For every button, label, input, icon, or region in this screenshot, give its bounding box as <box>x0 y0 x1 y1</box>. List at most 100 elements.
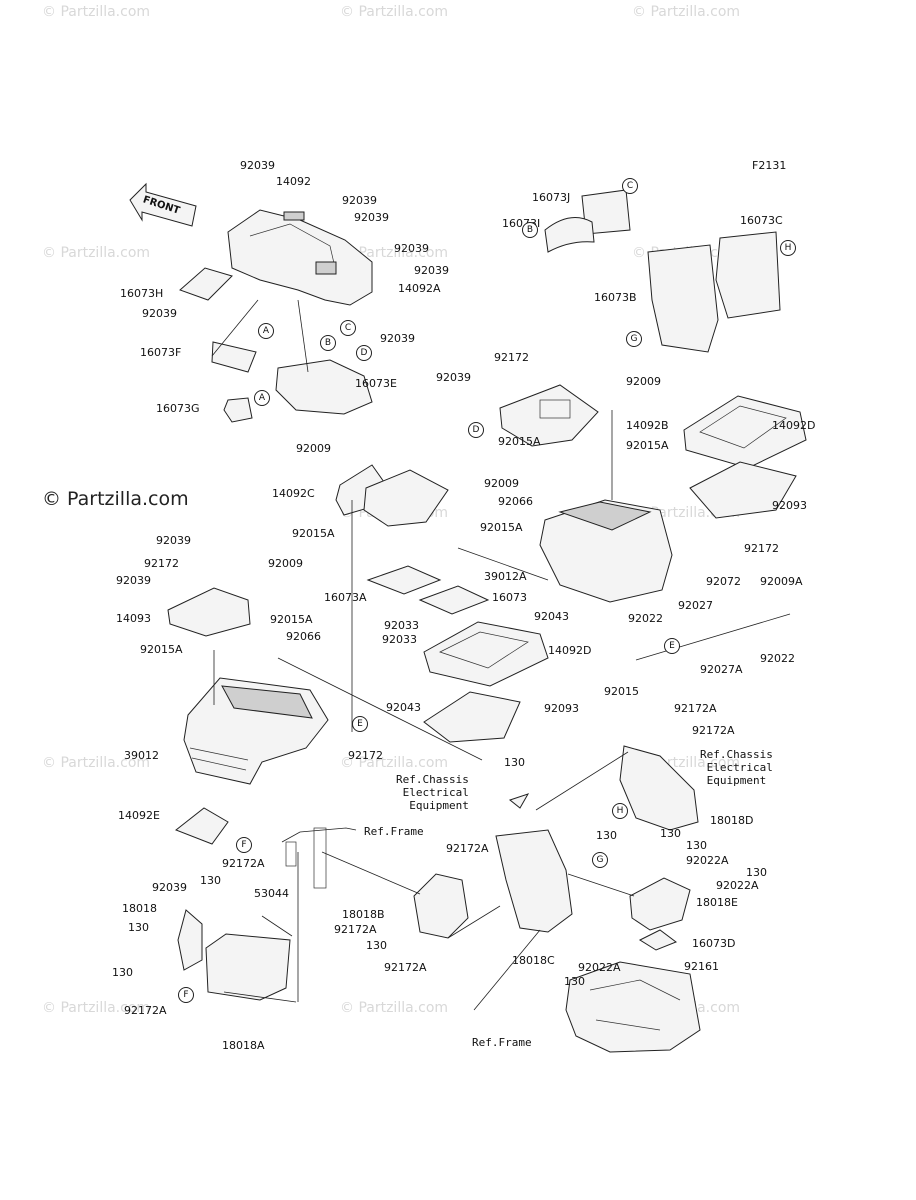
plate-16073d <box>638 929 678 951</box>
part-label: 92009 <box>296 442 331 455</box>
part-label: 92033 <box>384 619 419 632</box>
callout-letter: C <box>622 178 638 194</box>
watermark: © Partzilla.com <box>42 1000 151 1016</box>
part-label: 92039 <box>240 159 275 172</box>
box-39012a <box>539 499 673 603</box>
part-label: 130 <box>112 966 133 979</box>
part-label: 130 <box>366 939 387 952</box>
part-label: 92072 <box>706 575 741 588</box>
part-label: 92015A <box>140 643 183 656</box>
ref-frame-top: Ref.Frame <box>364 825 424 838</box>
callout-letter: A <box>258 323 274 339</box>
ref-chassis-electrical-right: Ref.Chassis Electrical Equipment <box>700 748 773 787</box>
cover-18018e <box>629 877 691 931</box>
seal-92093-lower <box>423 691 521 743</box>
part-label: 18018 <box>122 902 157 915</box>
part-label: 92039 <box>354 211 389 224</box>
part-label: 14092E <box>118 809 160 822</box>
part-label: 92172A <box>334 923 377 936</box>
callout-letter: H <box>612 803 628 819</box>
part-label: 14092 <box>276 175 311 188</box>
part-label: 14093 <box>116 612 151 625</box>
bracket-small <box>508 793 530 809</box>
part-label: 92022A <box>686 854 729 867</box>
ref-chassis-electrical-left: Ref.Chassis Electrical Equipment <box>396 773 469 812</box>
part-label: 130 <box>128 921 149 934</box>
panel-16073h <box>179 267 233 301</box>
bracket-14093 <box>167 587 251 637</box>
callout-letter: D <box>356 345 372 361</box>
lid-14092d-lower <box>423 621 549 687</box>
part-label: 92172 <box>348 749 383 762</box>
cover-18018b <box>413 873 469 939</box>
part-label: 130 <box>746 866 767 879</box>
part-label: 92172A <box>692 724 735 737</box>
frame-ref-line <box>281 827 357 843</box>
watermark: © Partzilla.com <box>42 245 151 261</box>
part-label: 130 <box>200 874 221 887</box>
part-label: 130 <box>660 827 681 840</box>
part-label: 18018C <box>512 954 555 967</box>
panel-16073c <box>715 231 781 319</box>
part-label: 16073H <box>120 287 164 300</box>
part-label: 16073E <box>355 377 397 390</box>
callout-letter: H <box>780 240 796 256</box>
part-label: 18018E <box>696 896 738 909</box>
ref-frame-bottom: Ref.Frame <box>472 1036 532 1049</box>
callout-letter: A <box>254 390 270 406</box>
panel-14092e <box>175 807 229 845</box>
part-label: 92066 <box>286 630 321 643</box>
part-label: 92009 <box>268 557 303 570</box>
panel-16073g <box>223 397 253 423</box>
part-label: 14092C <box>272 487 315 500</box>
watermark: © Partzilla.com <box>42 4 151 20</box>
watermark: © Partzilla.com <box>340 1000 449 1016</box>
watermark: © Partzilla.com <box>632 4 741 20</box>
part-label: 92039 <box>394 242 429 255</box>
part-label: 92039 <box>156 534 191 547</box>
part-label: 92172A <box>674 702 717 715</box>
frame-bottom <box>565 961 701 1053</box>
part-label: 39012 <box>124 749 159 762</box>
part-label: 14092A <box>398 282 441 295</box>
lid-14092d-upper <box>683 395 807 469</box>
part-label: 92172A <box>384 961 427 974</box>
callout-letter: F <box>236 837 252 853</box>
cover-18018a <box>205 933 291 1001</box>
panel-16073b <box>647 244 719 353</box>
part-label: 92172A <box>446 842 489 855</box>
part-label: 92039 <box>380 332 415 345</box>
callout-letter: E <box>664 638 680 654</box>
part-label: 92015A <box>292 527 335 540</box>
part-label: 39012A <box>484 570 527 583</box>
callout-letter: B <box>320 335 336 351</box>
part-label: 92022A <box>716 879 759 892</box>
part-label: 92172 <box>744 542 779 555</box>
watermark: © Partzilla.com <box>340 755 449 771</box>
part-label: 92172A <box>124 1004 167 1017</box>
part-label: 14092B <box>626 419 669 432</box>
part-label: 14092D <box>548 644 592 657</box>
part-label: 130 <box>504 756 525 769</box>
cover-18018c <box>495 829 573 933</box>
part-label: 92039 <box>342 194 377 207</box>
part-label: 14092D <box>772 419 816 432</box>
part-label: 92009A <box>760 575 803 588</box>
part-label: 92039 <box>116 574 151 587</box>
part-label: 92093 <box>544 702 579 715</box>
part-label: 92039 <box>436 371 471 384</box>
cover-18018d <box>619 745 699 831</box>
part-label: 130 <box>564 975 585 988</box>
tray-14092b <box>499 384 599 447</box>
plate-16073 <box>418 585 490 615</box>
part-label: 92172A <box>222 857 265 870</box>
part-label: 92015 <box>604 685 639 698</box>
part-label: 92161 <box>684 960 719 973</box>
watermark: © Partzilla.com <box>42 755 151 771</box>
part-label: 16073C <box>740 214 783 227</box>
watermark: © Partzilla.com <box>340 245 449 261</box>
part-label: 92022 <box>628 612 663 625</box>
part-label: 16073 <box>492 591 527 604</box>
